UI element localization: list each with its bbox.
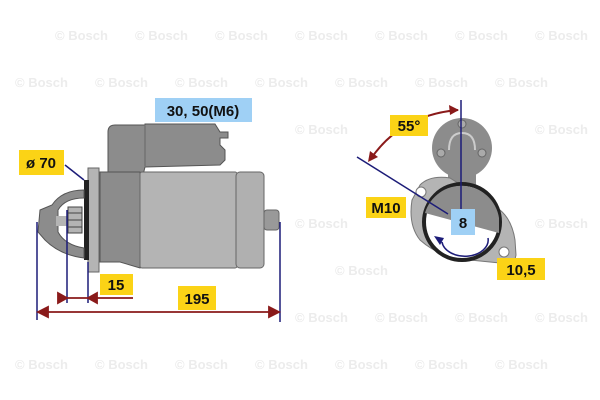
watermark-text: © Bosch xyxy=(55,28,108,43)
watermark-text: © Bosch xyxy=(335,357,388,372)
angle-label: 55° xyxy=(398,118,421,135)
length-label: 195 xyxy=(184,291,209,308)
watermark-text: © Bosch xyxy=(535,122,588,137)
thread-label-box xyxy=(366,197,406,218)
watermark-text: © Bosch xyxy=(375,310,428,325)
rotation-arrow xyxy=(441,237,489,257)
thread-label: M10 xyxy=(371,200,400,217)
terminal-bolt xyxy=(457,119,467,129)
terminal-label-box xyxy=(155,98,252,122)
watermark-text: © Bosch xyxy=(415,75,468,90)
diameter-label: ø 70 xyxy=(26,155,56,172)
teeth-label-box xyxy=(451,209,475,235)
terminal-bolt xyxy=(436,148,446,158)
pinion-offset-label: 15 xyxy=(108,277,125,294)
watermark-text: © Bosch xyxy=(255,357,308,372)
pinion-shaft xyxy=(56,216,70,226)
flange-gasket xyxy=(84,180,89,260)
watermark-text: © Bosch xyxy=(495,75,548,90)
shaft-end xyxy=(263,209,280,231)
solenoid xyxy=(107,123,229,176)
watermark-text: © Bosch xyxy=(375,28,428,43)
watermark-text: © Bosch xyxy=(175,75,228,90)
solenoid-end xyxy=(432,118,492,178)
watermark-text: © Bosch xyxy=(495,357,548,372)
mounting-hole xyxy=(498,246,510,258)
watermark-text: © Bosch xyxy=(15,75,68,90)
drive-housing xyxy=(99,171,141,269)
watermark-text: © Bosch xyxy=(95,75,148,90)
hole-label: 10,5 xyxy=(506,262,535,279)
side-view: 30, 50(M6) ø 70 15 195 xyxy=(19,98,282,322)
watermark-text: © Bosch xyxy=(335,263,388,278)
watermark-text: © Bosch xyxy=(455,28,508,43)
dimension-arrows xyxy=(35,291,282,319)
watermark-layer: © Bosch © Bosch © Bosch © Bosch © Bosch © Bos… xyxy=(15,28,588,372)
pinion-offset-label-box xyxy=(100,274,133,295)
watermark-text: © Bosch xyxy=(95,357,148,372)
watermark-text: © Bosch xyxy=(215,28,268,43)
watermark-text: © Bosch xyxy=(335,75,388,90)
dimension-lines xyxy=(36,164,281,322)
diameter-label-box xyxy=(19,150,64,175)
watermark-text: © Bosch xyxy=(135,28,188,43)
watermark-text: © Bosch xyxy=(535,28,588,43)
watermark-text: © Bosch xyxy=(535,310,588,325)
watermark-text: © Bosch xyxy=(295,122,348,137)
watermark-text: © Bosch xyxy=(255,75,308,90)
terminal-bolt xyxy=(477,148,487,158)
watermark-text: © Bosch xyxy=(295,216,348,231)
nose-housing xyxy=(37,189,85,259)
watermark-text: © Bosch xyxy=(415,357,468,372)
watermark-text: © Bosch xyxy=(455,310,508,325)
hole-label-box xyxy=(497,258,545,280)
watermark-text: © Bosch xyxy=(15,357,68,372)
watermark-text: © Bosch xyxy=(535,216,588,231)
front-view: 8 55° M10 10,5 xyxy=(356,100,545,280)
watermark-text: © Bosch xyxy=(175,357,228,372)
teeth-label: 8 xyxy=(459,215,467,232)
watermark-text: © Bosch xyxy=(295,28,348,43)
terminal-label: 30, 50(M6) xyxy=(167,103,240,120)
angle-arrowhead xyxy=(368,151,378,162)
watermark-text: © Bosch xyxy=(295,310,348,325)
angle-line xyxy=(356,156,449,215)
motor-body xyxy=(139,171,238,269)
end-cap xyxy=(235,171,265,269)
angle-arrowhead xyxy=(449,105,459,115)
mounting-flange xyxy=(87,167,100,273)
rotation-arrowhead xyxy=(434,236,444,245)
terminal-bridge xyxy=(448,131,476,151)
length-label-box xyxy=(178,286,216,310)
angle-label-box xyxy=(390,115,428,136)
